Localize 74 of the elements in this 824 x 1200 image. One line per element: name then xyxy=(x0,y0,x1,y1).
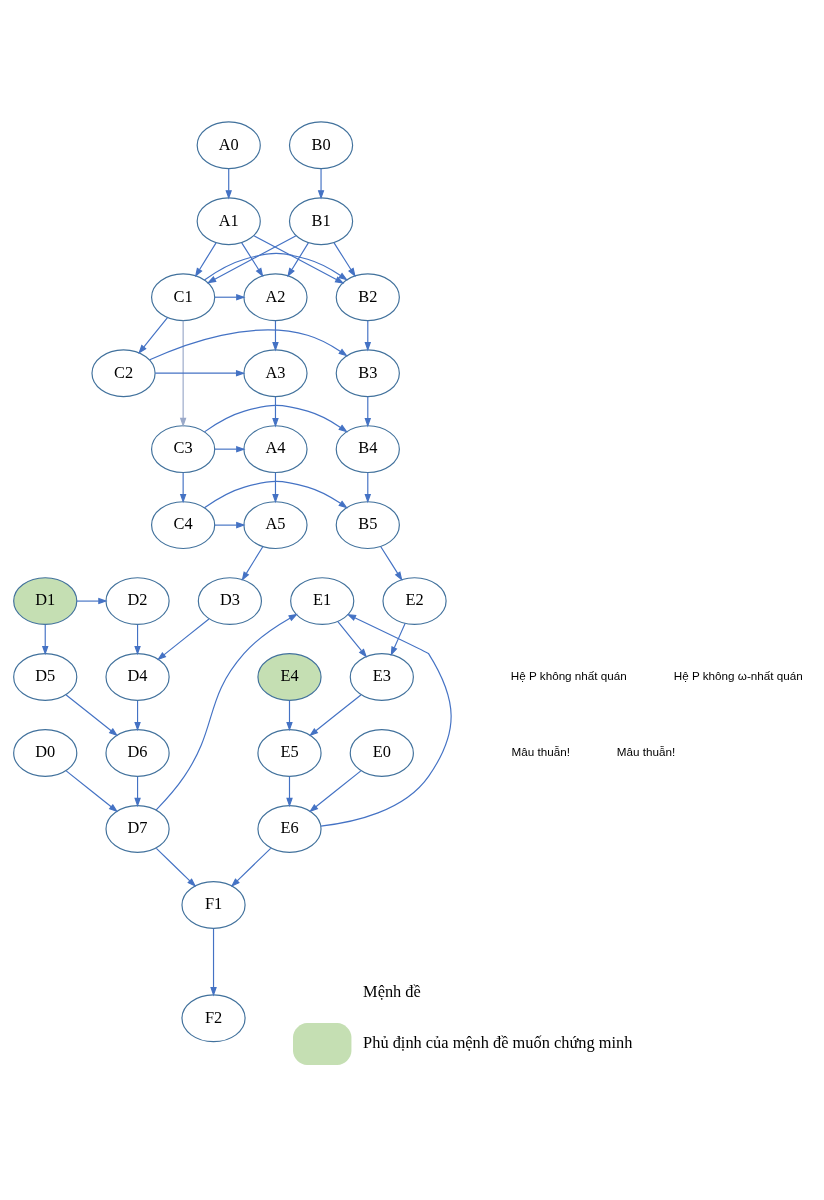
node-ellipse: F2 xyxy=(180,993,246,1042)
node-ellipse: E2 xyxy=(381,576,447,625)
node-ellipse: C3 xyxy=(150,424,215,473)
arrow xyxy=(285,775,293,807)
node-ellipse: E4 xyxy=(256,652,322,701)
arrow xyxy=(133,775,141,807)
node-ellipse: C4 xyxy=(150,500,215,549)
node-ellipse: D1 xyxy=(12,576,77,625)
arrow xyxy=(154,369,245,376)
arrow xyxy=(133,699,141,731)
node-ellipse: C2 xyxy=(90,348,156,397)
arrow xyxy=(156,617,209,660)
arrow xyxy=(133,623,141,655)
label: Hệ P không ω-nhất quán xyxy=(673,668,803,682)
arrow xyxy=(206,234,297,283)
node-ellipse: B0 xyxy=(288,120,353,169)
arrow xyxy=(308,769,361,812)
arrow xyxy=(379,545,403,581)
arrow xyxy=(41,623,48,655)
node-ellipse: E0 xyxy=(349,728,414,777)
arrow xyxy=(179,319,186,427)
arrow xyxy=(209,927,217,996)
arrow xyxy=(271,395,279,427)
arrow xyxy=(285,699,293,731)
arrow xyxy=(148,328,348,360)
node-ellipse: A0 xyxy=(196,120,261,169)
node-ellipse: F1 xyxy=(180,880,246,929)
node-ellipse: D2 xyxy=(104,576,170,625)
node-ellipse: E3 xyxy=(349,652,414,701)
arrow xyxy=(271,471,279,503)
node-ellipse: A4 xyxy=(242,424,308,473)
arrow xyxy=(155,847,196,887)
arrow xyxy=(65,769,118,812)
label: Mâu thuẫn! xyxy=(511,744,570,758)
arrow xyxy=(213,521,245,528)
arrow xyxy=(271,319,279,351)
arrow xyxy=(65,693,118,736)
arrow xyxy=(241,545,263,581)
arrow xyxy=(240,241,263,277)
arrow xyxy=(203,404,348,432)
label: Mâu thuẫn! xyxy=(616,744,675,758)
arrow xyxy=(230,847,271,887)
arrow xyxy=(203,252,348,281)
arrow xyxy=(155,613,298,810)
node-ellipse: A1 xyxy=(196,196,261,245)
legend-label: Phủ định của mệnh đề muốn chứng minh xyxy=(362,1032,632,1052)
node-ellipse: A3 xyxy=(242,348,308,397)
arrow xyxy=(308,693,361,736)
legend-label: Mệnh đề xyxy=(362,981,421,1001)
node-ellipse: D5 xyxy=(12,652,77,701)
arrow xyxy=(213,445,245,452)
node-ellipse: A5 xyxy=(242,500,308,549)
arrow xyxy=(203,480,348,508)
node-ellipse: D3 xyxy=(197,576,262,625)
arrow xyxy=(179,471,186,503)
arrow xyxy=(252,234,344,284)
arrow xyxy=(390,622,406,656)
arrow xyxy=(137,316,168,354)
arrow xyxy=(213,293,245,300)
arrow xyxy=(364,471,371,503)
arrow xyxy=(364,319,371,351)
arrow xyxy=(194,241,217,277)
arrow xyxy=(286,241,309,277)
arrow xyxy=(364,395,371,427)
arrow xyxy=(224,167,232,199)
node-ellipse: B1 xyxy=(288,196,353,245)
arrow xyxy=(75,597,108,604)
arrow xyxy=(336,620,367,658)
label: Hệ P không nhất quán xyxy=(510,668,627,682)
arrow xyxy=(319,613,452,827)
node-ellipse: A2 xyxy=(242,272,308,321)
node-ellipse: D0 xyxy=(12,728,77,777)
arrow xyxy=(317,167,324,199)
arrow xyxy=(333,241,356,277)
